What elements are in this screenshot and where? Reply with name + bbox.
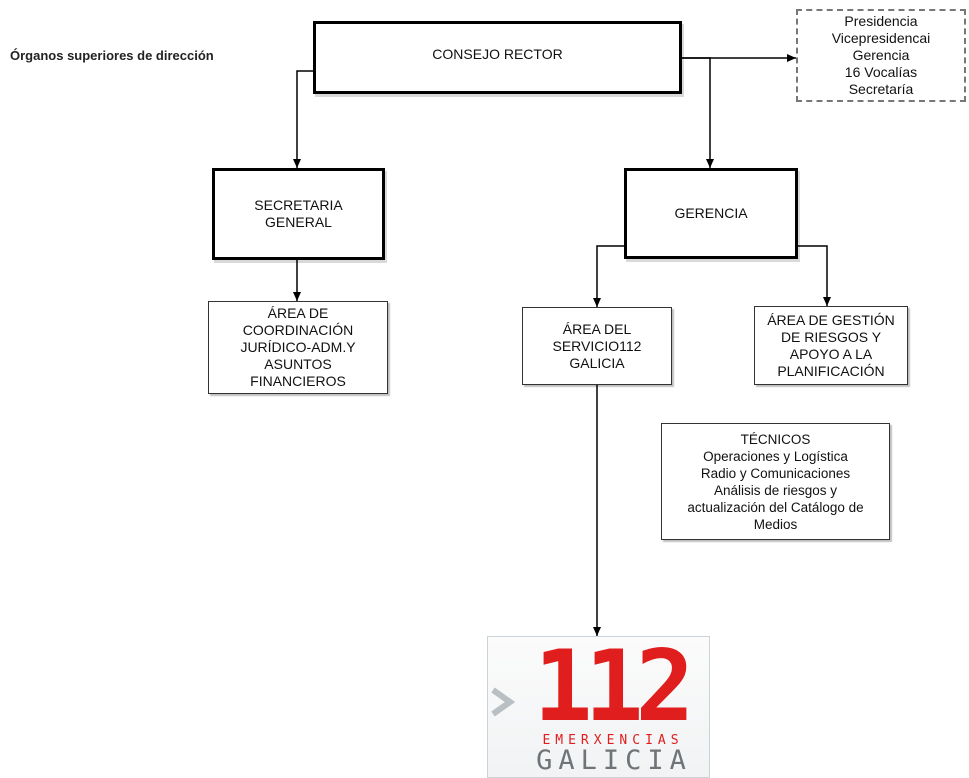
emergencias-112-logo: 112 EMERXENCIAS GALICIA xyxy=(487,636,710,778)
tecnicos-line: Análisis de riesgos y xyxy=(713,482,838,498)
composicion-line: Presidencia xyxy=(844,13,918,29)
node-area-gestion-riesgos-text: ÁREA DE GESTIÓN DE RIESGOS Y APOYO A LA … xyxy=(767,312,895,380)
logo-subtitle: EMERXENCIAS xyxy=(542,733,684,748)
node-consejo-rector-text: CONSEJO RECTOR xyxy=(432,46,562,63)
composicion-line: Secretaría xyxy=(848,81,914,97)
node-area-coordinacion: ÁREA DE COORDINACIÓN JURÍDICO-ADM.Y ASUN… xyxy=(208,301,388,394)
node-gerencia: GERENCIA xyxy=(624,168,798,259)
area-coordinacion-line: ASUNTOS xyxy=(264,356,332,372)
tecnicos-line: TÉCNICOS xyxy=(740,431,811,447)
composicion-line: Gerencia xyxy=(852,47,910,63)
node-composicion-text: Presidencia Vicepresidencai Gerencia 16 … xyxy=(832,13,931,98)
node-consejo-rector: CONSEJO RECTOR xyxy=(313,21,682,94)
logo-region: GALICIA xyxy=(536,745,692,776)
tecnicos-line: actualización del Catálogo de xyxy=(687,499,864,515)
header-label: Órganos superiores de dirección xyxy=(10,48,214,63)
node-secretaria-general: SECRETARIA GENERAL xyxy=(212,168,385,260)
chevron-right-icon xyxy=(491,687,516,717)
composicion-line: 16 Vocalías xyxy=(844,64,918,80)
area-gestion-riesgos-line: PLANIFICACIÓN xyxy=(777,362,885,379)
tecnicos-line: Radio y Comunicaciones xyxy=(700,465,851,481)
area-servicio112-line: GALICIA xyxy=(569,354,625,371)
node-gerencia-text: GERENCIA xyxy=(674,205,747,222)
node-consejo-rector-line: CONSEJO RECTOR xyxy=(432,46,563,62)
node-area-coordinacion-text: ÁREA DE COORDINACIÓN JURÍDICO-ADM.Y ASUN… xyxy=(240,305,355,390)
area-gestion-riesgos-line: ÁREA DE GESTIÓN xyxy=(767,311,895,328)
edge-consejo-secretaria xyxy=(293,70,313,168)
secretaria-general-line: GENERAL xyxy=(265,214,332,230)
edge-gerencia-riesgos xyxy=(798,245,831,306)
node-area-servicio112-text: ÁREA DEL SERVICIO112 GALICIA xyxy=(553,321,642,372)
node-tecnicos-text: TÉCNICOS Operaciones y Logística Radio y… xyxy=(687,431,863,533)
area-coordinacion-line: JURÍDICO-ADM.Y xyxy=(240,339,356,355)
edge-gerencia-servicio112 xyxy=(593,245,624,307)
gerencia-line: GERENCIA xyxy=(674,205,748,221)
area-gestion-riesgos-line: DE RIESGOS Y xyxy=(780,328,882,345)
area-gestion-riesgos-line: APOYO A LA xyxy=(789,345,873,362)
node-tecnicos: TÉCNICOS Operaciones y Logística Radio y… xyxy=(661,423,890,540)
area-servicio112-line: ÁREA DEL xyxy=(562,320,632,337)
node-composicion: Presidencia Vicepresidencai Gerencia 16 … xyxy=(796,9,966,102)
tecnicos-line: Medios xyxy=(753,516,798,532)
node-area-servicio112: ÁREA DEL SERVICIO112 GALICIA xyxy=(522,307,672,385)
area-coordinacion-line: COORDINACIÓN xyxy=(242,322,354,338)
area-coordinacion-line: ÁREA DE xyxy=(267,305,329,321)
area-coordinacion-line: FINANCIEROS xyxy=(250,373,346,389)
node-area-gestion-riesgos: ÁREA DE GESTIÓN DE RIESGOS Y APOYO A LA … xyxy=(754,306,908,385)
logo-number: 112 xyxy=(533,636,694,744)
secretaria-general-line: SECRETARIA xyxy=(254,197,343,213)
node-secretaria-general-text: SECRETARIA GENERAL xyxy=(254,197,342,231)
tecnicos-line: Operaciones y Logística xyxy=(703,448,848,464)
composicion-line: Vicepresidencai xyxy=(831,30,931,46)
area-servicio112-line: SERVICIO112 xyxy=(552,337,642,354)
edge-consejo-gerencia xyxy=(681,57,714,168)
